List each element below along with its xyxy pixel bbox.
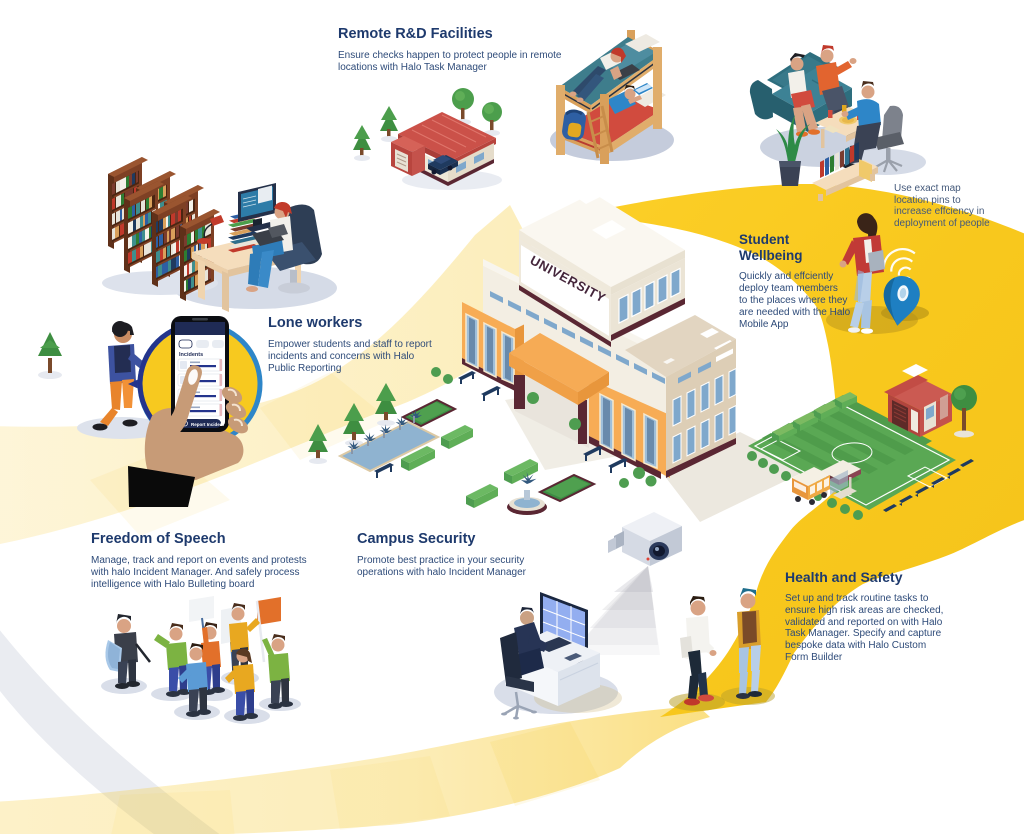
- svg-text:Incidents: Incidents: [179, 352, 203, 358]
- svg-text:Report Incident: Report Incident: [191, 422, 225, 427]
